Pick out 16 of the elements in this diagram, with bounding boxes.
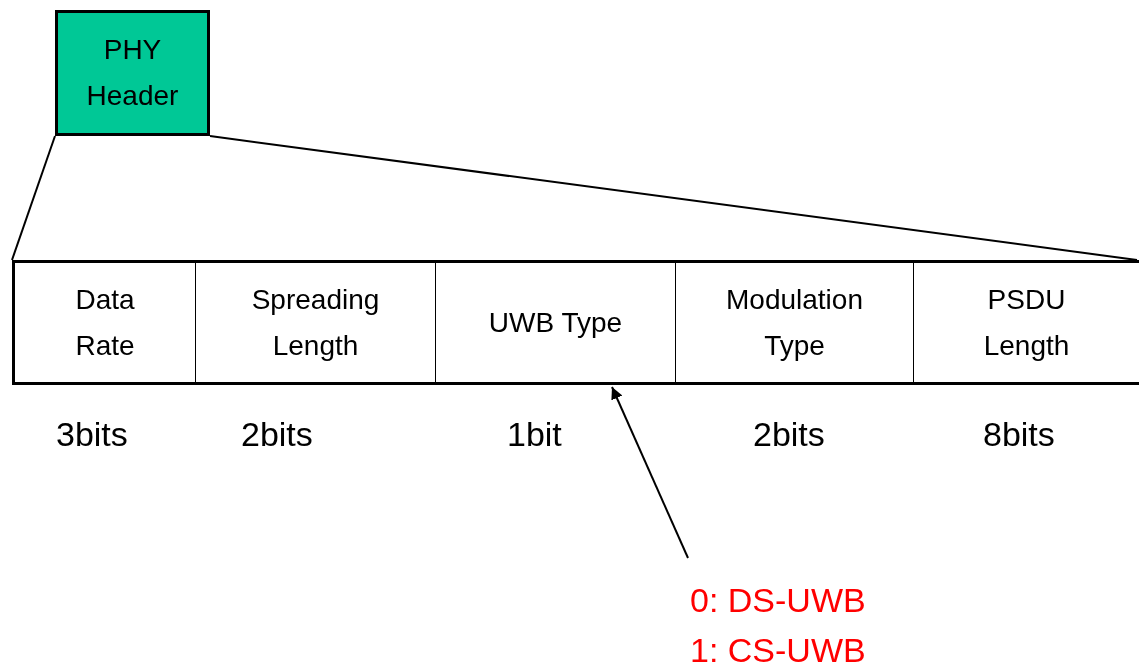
bit-count: 3bits [56, 415, 128, 454]
value-note: 1: CS-UWB [690, 630, 867, 668]
field-cell: Modulation Type [675, 260, 913, 385]
header-box: PHY Header [55, 10, 210, 136]
field-cell: PSDU Length [913, 260, 1139, 385]
field-cell: UWB Type [435, 260, 675, 385]
value-note: 0: DS-UWB [690, 580, 867, 621]
field-cell: Data Rate [12, 260, 195, 385]
field-cell: Spreading Length [195, 260, 435, 385]
bit-count: 8bits [983, 415, 1055, 454]
bit-count: 2bits [753, 415, 825, 454]
bit-count: 1bit [507, 415, 562, 454]
expansion-line [11, 135, 56, 261]
expansion-line [209, 135, 1138, 261]
arrow [611, 386, 689, 559]
bit-count: 2bits [241, 415, 313, 454]
